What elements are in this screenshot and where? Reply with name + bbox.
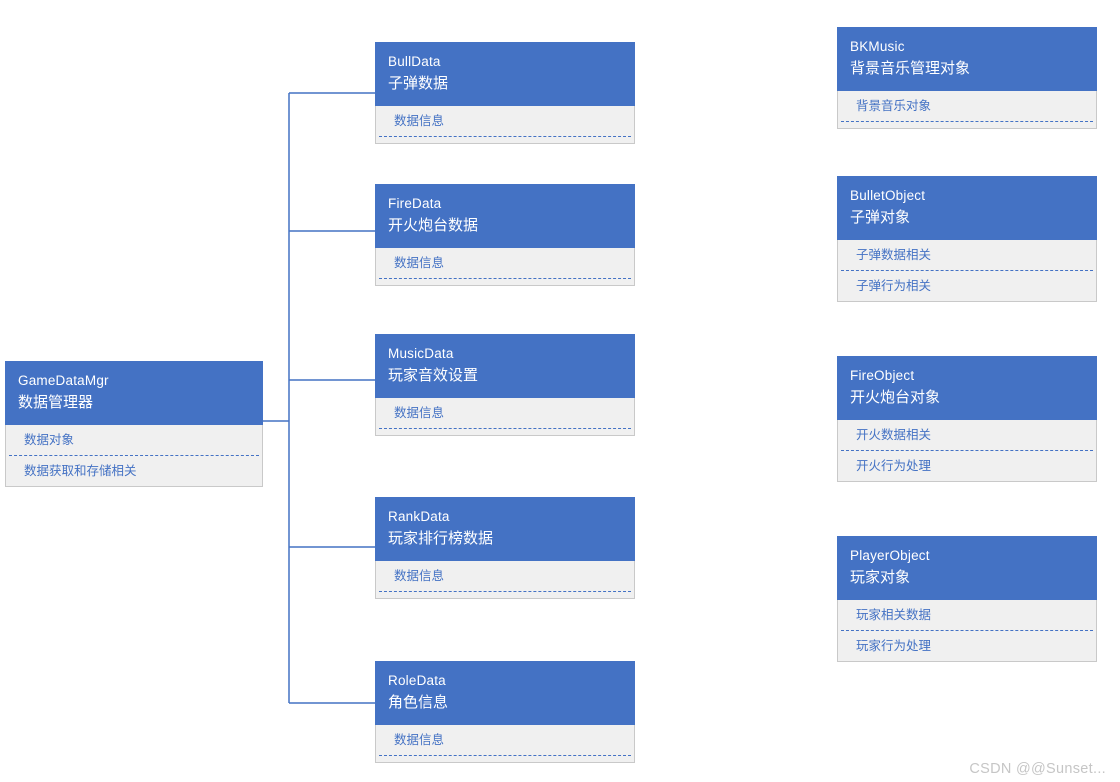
item-separator	[379, 755, 631, 756]
node-name-cn: 玩家排行榜数据	[388, 530, 494, 547]
node-body: 开火数据相关开火行为处理	[837, 420, 1097, 482]
node-rankdata[interactable]: RankData 玩家排行榜数据数据信息	[375, 497, 635, 599]
node-item: 数据信息	[394, 256, 445, 270]
node-name-en: BulletObject	[850, 188, 926, 203]
node-item: 数据信息	[394, 569, 445, 583]
node-name-en: BKMusic	[850, 39, 905, 54]
item-separator	[379, 428, 631, 429]
node-name-cn: 开火炮台数据	[388, 217, 479, 234]
node-name-en: MusicData	[388, 346, 454, 361]
item-separator	[9, 455, 259, 456]
item-separator	[841, 121, 1093, 122]
node-firedata[interactable]: FireData 开火炮台数据数据信息	[375, 184, 635, 286]
node-item: 数据信息	[394, 406, 445, 420]
item-separator	[841, 630, 1093, 631]
item-separator	[379, 278, 631, 279]
node-gamedatamgr[interactable]: GameDataMgr 数据管理器数据对象数据获取和存储相关	[5, 361, 263, 487]
node-name-en: PlayerObject	[850, 548, 930, 563]
item-separator	[841, 450, 1093, 451]
node-bulldata[interactable]: BullData 子弹数据数据信息	[375, 42, 635, 144]
node-roledata[interactable]: RoleData 角色信息数据信息	[375, 661, 635, 763]
node-item: 开火行为处理	[856, 459, 932, 473]
node-item: 数据获取和存储相关	[24, 464, 137, 478]
node-item: 子弹行为相关	[856, 279, 932, 293]
body-spacer	[376, 279, 634, 285]
node-body: 数据信息	[375, 248, 635, 286]
node-header: BullData 子弹数据	[375, 42, 635, 106]
node-body: 玩家相关数据玩家行为处理	[837, 600, 1097, 662]
node-header: GameDataMgr 数据管理器	[5, 361, 263, 425]
node-playerobject[interactable]: PlayerObject 玩家对象玩家相关数据玩家行为处理	[837, 536, 1097, 662]
body-spacer	[376, 756, 634, 762]
node-body: 数据信息	[375, 561, 635, 599]
node-item: 开火数据相关	[856, 428, 932, 442]
node-body: 数据信息	[375, 398, 635, 436]
node-name-en: FireData	[388, 196, 442, 211]
node-header: FireObject 开火炮台对象	[837, 356, 1097, 420]
node-name-cn: 玩家音效设置	[388, 367, 479, 384]
item-separator	[841, 270, 1093, 271]
node-bulletobject[interactable]: BulletObject 子弹对象子弹数据相关子弹行为相关	[837, 176, 1097, 302]
watermark: CSDN @@Sunset...	[969, 761, 1106, 777]
node-header: RankData 玩家排行榜数据	[375, 497, 635, 561]
node-item: 数据对象	[24, 433, 75, 447]
node-body: 数据信息	[375, 725, 635, 763]
node-name-cn: 角色信息	[388, 694, 449, 711]
body-spacer	[838, 122, 1096, 128]
node-item: 数据信息	[394, 114, 445, 128]
node-name-cn: 子弹对象	[850, 209, 911, 226]
body-spacer	[376, 137, 634, 143]
node-item: 玩家行为处理	[856, 639, 932, 653]
node-header: PlayerObject 玩家对象	[837, 536, 1097, 600]
node-name-en: GameDataMgr	[18, 373, 109, 388]
item-separator	[379, 591, 631, 592]
node-bkmusic[interactable]: BKMusic 背景音乐管理对象背景音乐对象	[837, 27, 1097, 129]
node-header: BKMusic 背景音乐管理对象	[837, 27, 1097, 91]
node-body: 子弹数据相关子弹行为相关	[837, 240, 1097, 302]
node-name-cn: 开火炮台对象	[850, 389, 941, 406]
node-name-en: RoleData	[388, 673, 446, 688]
node-musicdata[interactable]: MusicData 玩家音效设置数据信息	[375, 334, 635, 436]
node-body: 数据对象数据获取和存储相关	[5, 425, 263, 487]
node-name-en: RankData	[388, 509, 450, 524]
node-name-en: FireObject	[850, 368, 915, 383]
body-spacer	[376, 429, 634, 435]
item-separator	[379, 136, 631, 137]
node-body: 数据信息	[375, 106, 635, 144]
node-item: 背景音乐对象	[856, 99, 932, 113]
node-name-cn: 数据管理器	[18, 394, 94, 411]
node-name-en: BullData	[388, 54, 441, 69]
node-header: FireData 开火炮台数据	[375, 184, 635, 248]
node-item: 数据信息	[394, 733, 445, 747]
node-header: RoleData 角色信息	[375, 661, 635, 725]
node-body: 背景音乐对象	[837, 91, 1097, 129]
node-header: BulletObject 子弹对象	[837, 176, 1097, 240]
node-item: 子弹数据相关	[856, 248, 932, 262]
body-spacer	[376, 592, 634, 598]
node-item: 玩家相关数据	[856, 608, 932, 622]
node-name-cn: 背景音乐管理对象	[850, 60, 971, 77]
node-header: MusicData 玩家音效设置	[375, 334, 635, 398]
node-name-cn: 子弹数据	[388, 75, 449, 92]
node-name-cn: 玩家对象	[850, 569, 911, 586]
